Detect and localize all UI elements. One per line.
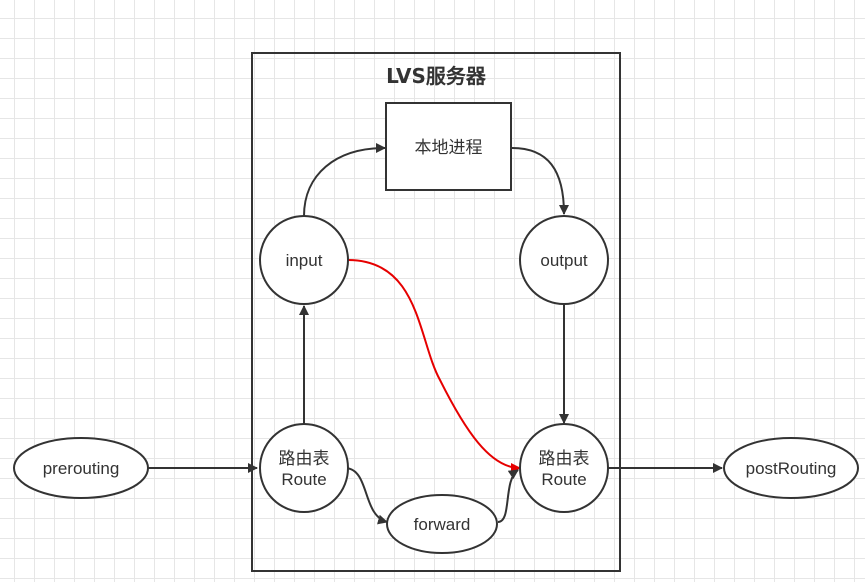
forward-node bbox=[386, 494, 498, 554]
container-title: LVS服务器 bbox=[386, 64, 487, 88]
edge-forward-to-route bbox=[497, 469, 519, 523]
route-table-out-label-en: Route bbox=[541, 470, 586, 489]
forward-label: forward bbox=[414, 515, 471, 534]
input-label: input bbox=[286, 251, 323, 270]
prerouting-label: prerouting bbox=[43, 459, 120, 478]
output-label: output bbox=[540, 251, 588, 270]
postrouting-node bbox=[723, 437, 859, 499]
edge-local-process-to-output bbox=[511, 147, 569, 215]
route-table-out-node bbox=[519, 423, 609, 513]
input-node bbox=[259, 215, 349, 305]
postrouting-label: postRouting bbox=[746, 459, 837, 478]
local-process-box bbox=[385, 102, 512, 191]
local-process-label: 本地进程 bbox=[415, 138, 483, 158]
route-table-in-label-en: Route bbox=[281, 470, 326, 489]
edge-input-to-local-process bbox=[303, 143, 386, 217]
route-table-in-label-cn: 路由表 bbox=[279, 449, 330, 469]
prerouting-node bbox=[13, 437, 149, 499]
edge-input-to-route-red bbox=[347, 259, 521, 473]
lvs-server-container bbox=[251, 52, 621, 572]
route-table-in-node bbox=[259, 423, 349, 513]
output-node bbox=[519, 215, 609, 305]
edge-route-to-forward bbox=[345, 467, 388, 525]
route-table-out-label-cn: 路由表 bbox=[539, 449, 590, 469]
